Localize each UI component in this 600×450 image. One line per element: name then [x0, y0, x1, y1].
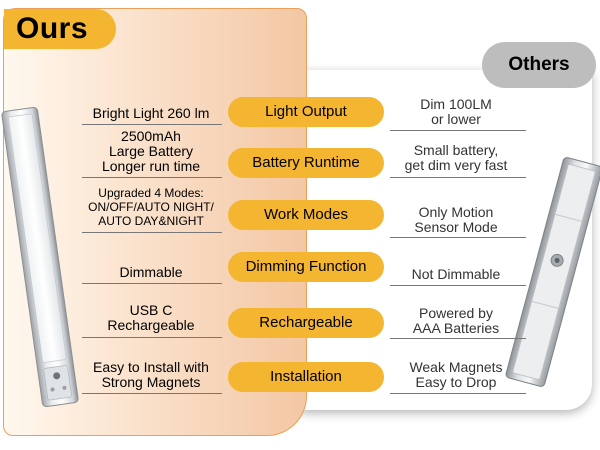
ours-underline: [82, 337, 222, 338]
ours-light-output-line: Bright Light 260 lm: [92, 105, 210, 121]
others-battery-runtime-line: get dim very fast: [404, 157, 508, 173]
feature-pill-dimming-function: Dimming Function: [228, 252, 384, 282]
others-underline: [390, 237, 526, 238]
others-light-output-line: or lower: [431, 111, 481, 127]
ours-underline: [82, 124, 222, 125]
feature-pill-installation: Installation: [228, 362, 384, 392]
others-underline: [390, 177, 526, 178]
others-rechargeable-line: AAA Batteries: [412, 320, 500, 336]
others-battery-runtime-line: Small battery,: [413, 142, 499, 158]
others-rechargeable-line: Powered by: [419, 305, 493, 321]
others-installation-line: Weak Magnets: [409, 359, 503, 375]
ours-work-modes: Upgraded 4 Modes: ON/OFF/AUTO NIGHT/ AUT…: [72, 186, 230, 228]
ours-light-bar-image: [1, 106, 79, 408]
others-badge: Others: [482, 42, 596, 88]
others-work-modes-line: Only Motion: [418, 204, 494, 220]
ours-light-output: Bright Light 260 lm: [72, 106, 230, 121]
ours-underline: [82, 177, 222, 178]
ours-installation-line: Strong Magnets: [101, 374, 201, 390]
others-underline: [390, 130, 526, 131]
others-rechargeable: Powered by AAA Batteries: [385, 306, 527, 336]
others-dimming-function: Not Dimmable: [385, 267, 527, 282]
ours-installation-line: Easy to Install with: [93, 359, 209, 375]
ours-battery-runtime-line: Longer run time: [101, 158, 201, 174]
ours-rechargeable-line: Rechargeable: [107, 317, 195, 333]
others-installation-line: Easy to Drop: [415, 374, 497, 390]
others-battery-runtime: Small battery, get dim very fast: [385, 143, 527, 173]
others-installation: Weak Magnets Easy to Drop: [385, 360, 527, 390]
ours-rechargeable-line: USB C: [129, 302, 173, 318]
ours-dimming-function-line: Dimmable: [119, 264, 183, 280]
feature-pill-rechargeable: Rechargeable: [228, 308, 384, 338]
ours-underline: [82, 393, 222, 394]
feature-pill-battery-runtime: Battery Runtime: [228, 148, 384, 178]
ours-installation: Easy to Install with Strong Magnets: [72, 360, 230, 390]
ours-underline: [82, 232, 222, 233]
feature-pill-light-output: Light Output: [228, 97, 384, 127]
feature-pill-work-modes: Work Modes: [228, 200, 384, 230]
ours-rechargeable: USB C Rechargeable: [72, 303, 230, 333]
others-dimming-function-line: Not Dimmable: [411, 266, 501, 282]
ours-battery-runtime-line: Large Battery: [108, 143, 194, 159]
ours-underline: [82, 283, 222, 284]
others-underline: [390, 285, 526, 286]
others-light-output: Dim 100LM or lower: [385, 97, 527, 127]
ours-battery-runtime-line: 2500mAh: [121, 128, 181, 144]
others-work-modes: Only Motion Sensor Mode: [385, 205, 527, 235]
others-light-bar-image: [505, 157, 600, 387]
others-underline: [390, 393, 526, 394]
others-light-output-line: Dim 100LM: [420, 96, 492, 112]
others-underline: [390, 338, 526, 339]
ours-work-modes-line: AUTO DAY&NIGHT: [98, 214, 204, 228]
ours-badge: Ours: [4, 9, 116, 49]
ours-work-modes-line: Upgraded 4 Modes:: [98, 186, 204, 200]
ours-battery-runtime: 2500mAh Large Battery Longer run time: [72, 129, 230, 174]
ours-work-modes-line: ON/OFF/AUTO NIGHT/: [88, 200, 214, 214]
ours-dimming-function: Dimmable: [72, 265, 230, 280]
others-work-modes-line: Sensor Mode: [414, 219, 498, 235]
